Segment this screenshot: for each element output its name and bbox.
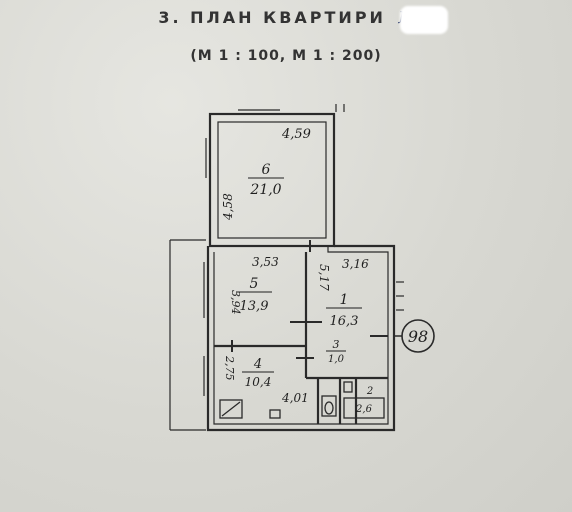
room-labels: 6 21,0 5 13,9 1 16,3 4 10,4 3 1,0 2 2,6	[236, 162, 373, 415]
room-2-number: 2	[366, 386, 373, 397]
room-6-number: 6	[262, 162, 271, 178]
marker-circle	[401, 319, 435, 353]
redacted-area	[400, 6, 448, 34]
room-6-area: 21,0	[249, 182, 281, 198]
door-marks	[231, 240, 388, 359]
fixtures	[219, 381, 385, 419]
room-3-area: 1,0	[328, 354, 345, 365]
dimension-labels: 4,59 4,58 3,53 3,16 3,94 5,17 2,75 4,01	[221, 127, 369, 405]
dim-room-5-height: 3,94	[229, 290, 242, 315]
room-5-area: 13,9	[240, 299, 269, 314]
room-3-number: 3	[333, 338, 340, 351]
windows	[169, 104, 404, 431]
wall-lower-inner	[213, 246, 389, 425]
marker: 98	[394, 319, 435, 353]
room-5-number: 5	[250, 276, 259, 292]
scale-label: (М 1 : 100, М 1 : 200)	[190, 48, 382, 64]
dim-room-6-height: 4,58	[221, 193, 235, 221]
sink-fixture	[269, 409, 281, 419]
bathtub-fixture	[343, 397, 385, 419]
dim-room-4-height: 2,75	[223, 355, 236, 381]
dim-room-5-width: 3,53	[252, 255, 279, 269]
dim-room-6-width: 4,59	[281, 127, 311, 142]
room-2-area: 2,6	[355, 404, 373, 415]
toilet-fixture	[321, 395, 337, 417]
walls	[206, 112, 396, 432]
title-text: 3. ПЛАН КВАРТИРИ	[158, 8, 386, 27]
room-1-area: 16,3	[330, 314, 359, 329]
room-4-area: 10,4	[245, 375, 272, 389]
stove-fixture	[219, 399, 243, 419]
room-4-number: 4	[253, 357, 262, 372]
dim-room-4-width: 4,01	[281, 391, 309, 405]
marker-number: 98	[408, 327, 428, 346]
dim-room-1-width: 3,16	[342, 257, 369, 271]
wall-room-6	[208, 112, 336, 248]
wall-room-6-inner	[217, 121, 327, 239]
dim-room-1-height: 5,17	[317, 264, 331, 291]
room-1-number: 1	[340, 292, 349, 308]
